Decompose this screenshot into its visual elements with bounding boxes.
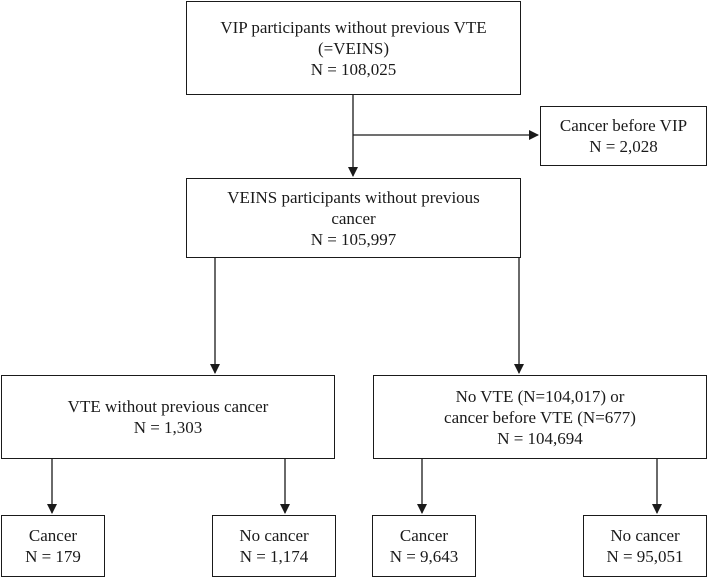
box-veins-title-line1: VEINS participants without previous	[227, 187, 480, 207]
box-novte-cancer-label: Cancer	[399, 526, 449, 545]
box-vte-cancer-count: N = 179	[25, 547, 81, 566]
box-novte-line2: cancer before VTE (N=677)	[444, 407, 636, 427]
box-vte-cancer-label: Cancer	[28, 526, 78, 545]
box-vte-nocancer-count: N = 1,174	[239, 547, 309, 566]
box-cancer-before-vip: Cancer before VIP N = 2,028	[540, 106, 707, 166]
box-excluded-title: Cancer before VIP	[559, 116, 688, 135]
box-vip-title: VIP participants without previous VTE	[220, 17, 487, 37]
box-no-vte: No VTE (N=104,017) or cancer before VTE …	[373, 375, 707, 459]
box-vte-no-cancer: No cancer N = 1,174	[212, 515, 336, 577]
box-novte-cancer-count: N = 9,643	[389, 547, 459, 566]
box-novte-count: N = 104,694	[497, 428, 583, 448]
box-novte-nocancer-count: N = 95,051	[606, 547, 684, 566]
box-veins-count: N = 105,997	[310, 229, 397, 249]
box-vte-without-cancer: VTE without previous cancer N = 1,303	[1, 375, 335, 459]
box-vte-count: N = 1,303	[133, 418, 203, 437]
box-vte-title: VTE without previous cancer	[67, 397, 269, 416]
box-vte-nocancer-label: No cancer	[239, 526, 309, 545]
box-vip-count: N = 108,025	[310, 59, 397, 79]
box-novte-cancer: Cancer N = 9,643	[372, 515, 476, 577]
box-novte-line1: No VTE (N=104,017) or	[455, 386, 625, 406]
box-excluded-count: N = 2,028	[589, 137, 658, 156]
box-veins-participants: VEINS participants without previous canc…	[186, 178, 521, 258]
box-veins-title-line2: cancer	[331, 208, 376, 228]
box-vip-participants: VIP participants without previous VTE (=…	[186, 1, 521, 95]
box-vte-cancer: Cancer N = 179	[1, 515, 105, 577]
box-vip-subtitle: (=VEINS)	[318, 38, 389, 58]
box-novte-no-cancer: No cancer N = 95,051	[583, 515, 707, 577]
box-novte-nocancer-label: No cancer	[610, 526, 680, 545]
